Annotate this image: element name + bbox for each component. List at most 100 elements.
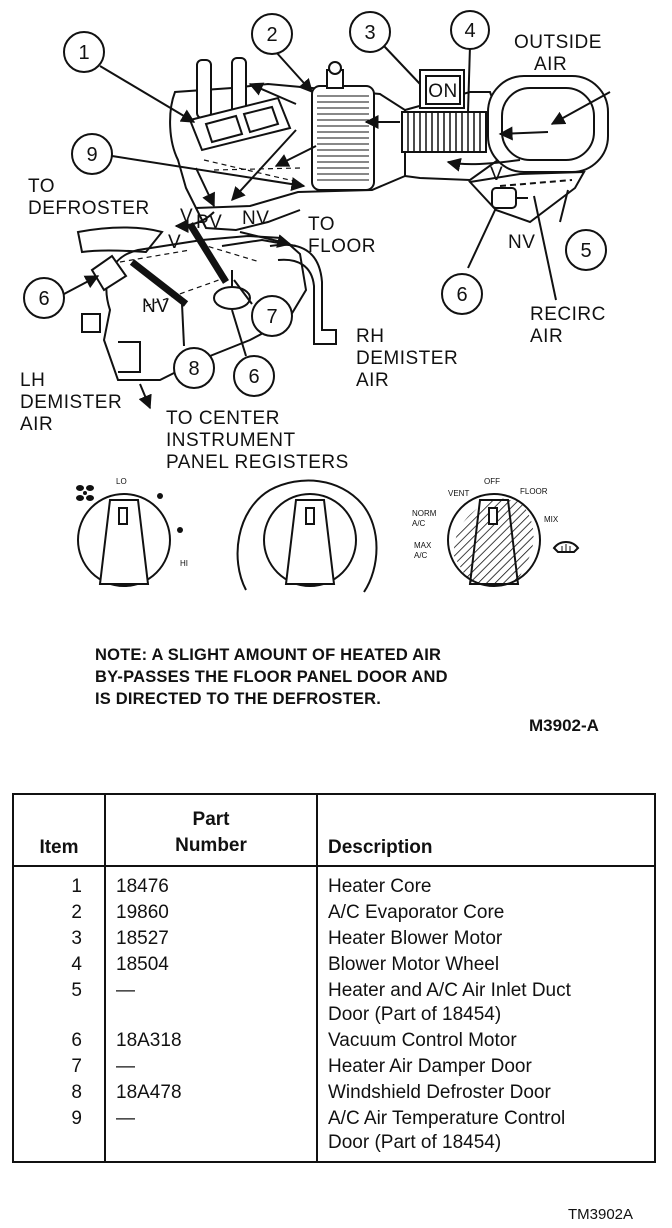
callout-3: 3 <box>364 22 375 44</box>
to-center-label-2: INSTRUMENT <box>166 430 296 451</box>
row-desc-line: Door (Part of 18454) <box>328 1132 502 1153</box>
callout-6-bottom: 6 <box>248 366 259 388</box>
callout-9: 9 <box>86 144 97 166</box>
row-item: 2 <box>12 900 106 926</box>
row-item: 9 <box>12 1106 106 1163</box>
row-part: — <box>104 1054 318 1080</box>
rh-demister-label-2: DEMISTER <box>356 348 458 369</box>
row-desc: Blower Motor Wheel <box>316 952 656 978</box>
callout-1: 1 <box>78 42 89 64</box>
row-desc-line: Heater Blower Motor <box>328 928 503 949</box>
callout-6-left: 6 <box>38 288 49 310</box>
temperature-knob-pointer[interactable] <box>284 499 336 585</box>
row-part: 19860 <box>104 900 318 926</box>
row-item: 3 <box>12 926 106 952</box>
mode-floor-label: FLOOR <box>520 487 548 496</box>
table-row: 1 18476 Heater Core <box>12 866 656 900</box>
recirc-air-label-1: RECIRC <box>530 304 606 325</box>
row-part: 18504 <box>104 952 318 978</box>
figure-id: M3902-A <box>529 716 599 735</box>
dashed-paths <box>119 159 301 307</box>
nv-label-1: NV <box>242 208 269 229</box>
callout-4: 4 <box>464 20 475 42</box>
nv-label-3: NV <box>508 232 535 253</box>
lh-demister-label-1: LH <box>20 370 45 391</box>
to-center-label-3: PANEL REGISTERS <box>166 452 349 473</box>
row-desc: Windshield Defroster Door <box>316 1080 656 1106</box>
blower-motor: ON <box>419 69 465 109</box>
fan-knob-pointer[interactable] <box>98 499 150 585</box>
document-id: TM3902A <box>568 1206 634 1223</box>
mode-norm-label-1: NORM <box>412 509 437 518</box>
table-row: 8 18A478 Windshield Defroster Door <box>12 1080 656 1106</box>
row-desc-line: Door (Part of 18454) <box>328 1004 502 1025</box>
header-part-number: Part Number <box>104 793 318 867</box>
row-item: 7 <box>12 1054 106 1080</box>
hvac-airflow-diagram: ON <box>20 10 611 593</box>
heater-air-damper-door <box>187 222 229 284</box>
row-part: 18476 <box>104 866 318 900</box>
to-floor-label-1: TO <box>308 214 335 235</box>
callout-7: 7 <box>266 306 277 328</box>
row-desc-line: Vacuum Control Motor <box>328 1030 517 1051</box>
outside-air-label-1: OUTSIDE <box>514 32 602 53</box>
row-desc: A/C Evaporator Core <box>316 900 656 926</box>
rh-demister-label-3: AIR <box>356 370 389 391</box>
row-part: 18A478 <box>104 1080 318 1106</box>
v-label-1: V <box>180 206 193 227</box>
row-desc-line: Windshield Defroster Door <box>328 1082 551 1103</box>
mode-vent-label: VENT <box>448 489 469 498</box>
row-desc-line: Blower Motor Wheel <box>328 954 500 975</box>
nv-label-2: NV <box>142 296 169 317</box>
row-item: 1 <box>12 866 106 900</box>
mode-control[interactable]: VENT OFF FLOOR MIX NORM A/C MAX A/C <box>412 477 580 587</box>
lh-demister-label-2: DEMISTER <box>20 392 122 413</box>
row-item: 4 <box>12 952 106 978</box>
defrost-icon <box>552 541 580 553</box>
fan-low-label: LO <box>116 477 127 486</box>
callout-5: 5 <box>580 240 591 262</box>
to-defroster-label-2: DEFROSTER <box>28 198 150 219</box>
table-row: 3 18527 Heater Blower Motor <box>12 926 656 952</box>
to-defroster-label-1: TO <box>28 176 55 197</box>
airflow-arrows <box>138 82 611 410</box>
v-label-3: V <box>490 164 503 185</box>
heater-core-pipes <box>196 57 247 119</box>
evaporator-core <box>311 61 375 191</box>
windshield-defroster-door <box>129 259 189 307</box>
v-label-2: V <box>168 232 181 253</box>
rh-demister-label-1: RH <box>356 326 384 347</box>
header-part-line-2: Number <box>175 835 247 856</box>
blower-wheel <box>401 111 487 153</box>
mode-norm-label-2: A/C <box>412 519 426 528</box>
table-row: 5 — Heater and A/C Air Inlet Duct Door (… <box>12 978 656 1028</box>
vacuum-motor-center <box>213 270 251 310</box>
header-part-line-1: Part <box>192 809 230 830</box>
to-center-label-1: TO CENTER <box>166 408 280 429</box>
header-item: Item <box>12 793 106 867</box>
outside-air-label-2: AIR <box>534 54 567 75</box>
note-line-2: BY-PASSES THE FLOOR PANEL DOOR AND <box>95 668 448 686</box>
vacuum-motor-left <box>90 254 128 292</box>
vacuum-motor-right <box>491 187 528 209</box>
note-line-1: NOTE: A SLIGHT AMOUNT OF HEATED AIR <box>95 646 442 664</box>
mode-max-label-2: A/C <box>414 551 428 560</box>
row-desc: A/C Air Temperature Control Door (Part o… <box>316 1106 656 1163</box>
fan-speed-control[interactable]: LO HI <box>76 477 188 587</box>
diagram-labels: OUTSIDE AIR TO DEFROSTER TO FLOOR RECIRC… <box>20 32 606 473</box>
row-desc: Heater and A/C Air Inlet Duct Door (Part… <box>316 978 656 1028</box>
header-description: Description <box>316 793 656 867</box>
callout-2: 2 <box>266 24 277 46</box>
parts-table-header: Item Part Number Description <box>12 793 656 867</box>
note-line-3: IS DIRECTED TO THE DEFROSTER. <box>95 690 382 708</box>
mode-mix-label: MIX <box>544 515 559 524</box>
row-item: 5 <box>12 978 106 1028</box>
mode-off-label: OFF <box>484 477 500 486</box>
recirc-air-label-2: AIR <box>530 326 563 347</box>
to-floor-label-2: FLOOR <box>308 236 376 257</box>
row-desc: Vacuum Control Motor <box>316 1028 656 1054</box>
mode-max-label-1: MAX <box>414 541 432 550</box>
table-row: 4 18504 Blower Motor Wheel <box>12 952 656 978</box>
temperature-control[interactable] <box>236 479 378 593</box>
airflow-note: NOTE: A SLIGHT AMOUNT OF HEATED AIR BY-P… <box>95 644 615 710</box>
